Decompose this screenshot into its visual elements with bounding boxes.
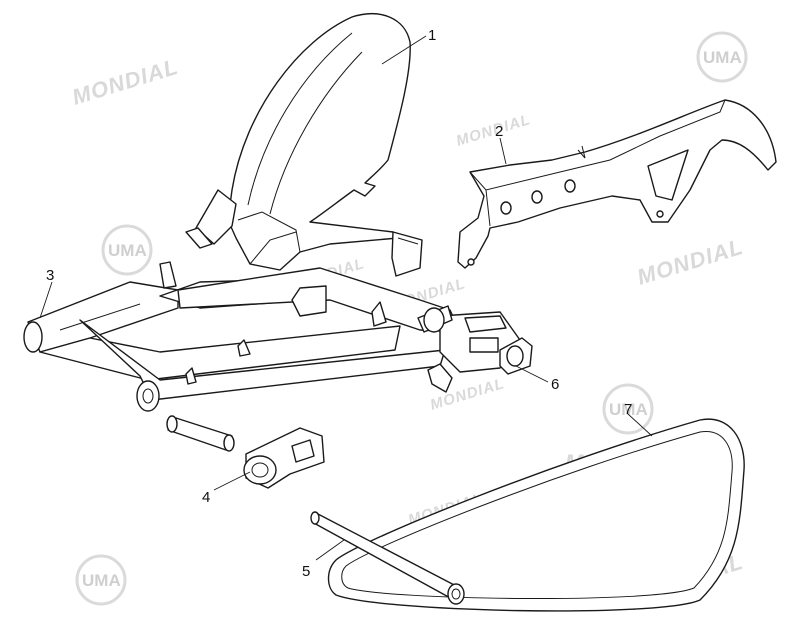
watermark-text: MONDIAL — [69, 54, 181, 110]
uma-logo-text: UMA — [609, 400, 648, 419]
uma-logo: UMA — [696, 31, 748, 83]
part-pivot-shaft[interactable] — [310, 511, 465, 605]
callout-1[interactable]: 1 — [428, 27, 436, 44]
callout-2[interactable]: 2 — [495, 123, 503, 140]
watermark-text: MONDIAL — [634, 234, 746, 290]
uma-logo: UMA — [101, 224, 153, 276]
uma-logo: UMA — [602, 383, 654, 435]
callout-7[interactable]: 7 — [624, 401, 632, 418]
callout-3[interactable]: 3 — [46, 267, 54, 284]
part-drive-chain[interactable] — [327, 418, 745, 612]
uma-logo: UMA — [75, 554, 127, 606]
callout-4[interactable]: 4 — [202, 489, 210, 506]
watermark-text: MONDIAL — [454, 111, 533, 150]
uma-logo-text: UMA — [108, 241, 147, 260]
callout-labels: 1 2 3 4 5 6 7 — [46, 27, 632, 580]
part-rear-fender[interactable] — [185, 13, 423, 277]
part-swing-arm[interactable] — [23, 261, 521, 412]
part-chain-slider[interactable] — [166, 415, 325, 489]
uma-logo-text: UMA — [82, 571, 121, 590]
part-chain-guard[interactable] — [457, 99, 777, 269]
callout-leaders — [39, 35, 653, 561]
callout-5[interactable]: 5 — [302, 563, 310, 580]
part-chain-adjuster[interactable] — [499, 337, 533, 375]
uma-logo-text: UMA — [703, 48, 742, 67]
callout-6[interactable]: 6 — [551, 376, 559, 393]
